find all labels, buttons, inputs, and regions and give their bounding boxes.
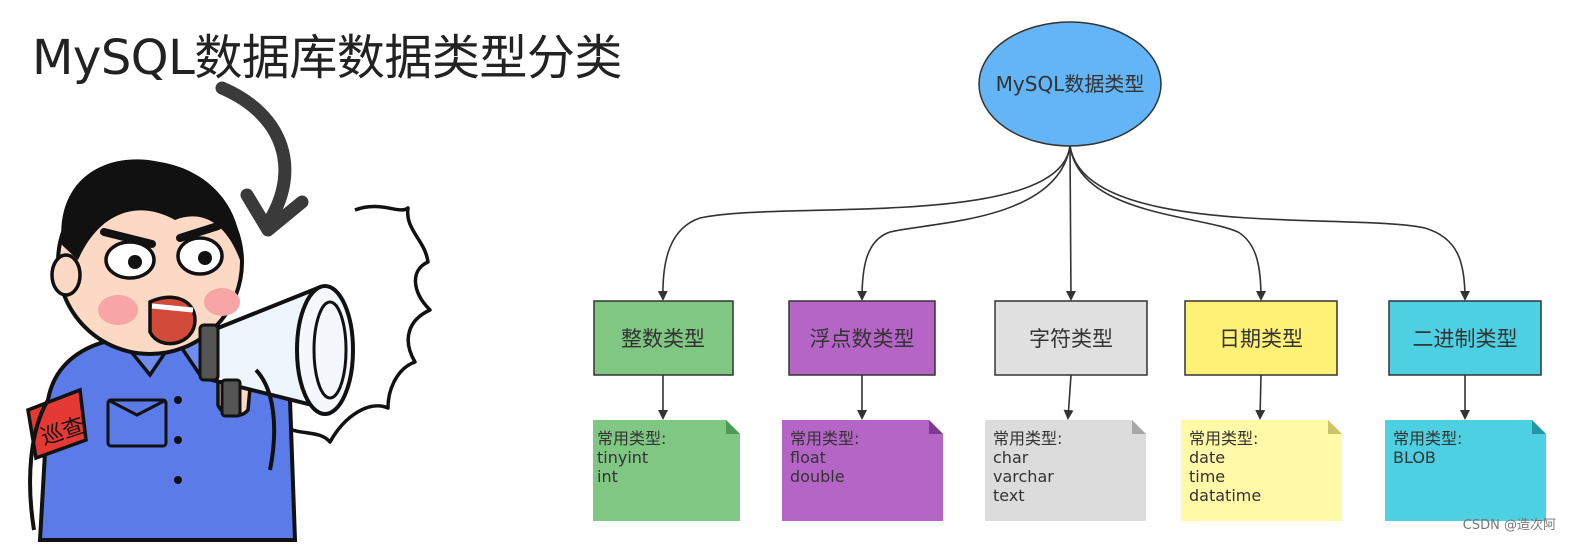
note-body bbox=[1181, 420, 1342, 521]
connector-root-float bbox=[857, 145, 1071, 301]
category-box bbox=[994, 300, 1148, 376]
note-body bbox=[985, 420, 1146, 521]
note-binary: 常用类型: BLOB bbox=[1385, 420, 1546, 521]
connector-root-binary bbox=[1069, 145, 1470, 301]
note-type: tinyint bbox=[597, 448, 648, 467]
note-type: char bbox=[993, 448, 1029, 467]
category-binary: 二进制类型 bbox=[1388, 300, 1542, 376]
note-title: 常用类型: bbox=[1189, 429, 1258, 448]
connectors bbox=[657, 145, 1470, 420]
note-title: 常用类型: bbox=[790, 429, 859, 448]
note-body bbox=[593, 420, 740, 521]
note-fold bbox=[1132, 420, 1146, 434]
note-title: 常用类型: bbox=[993, 429, 1062, 448]
connector-string-note bbox=[1063, 374, 1074, 420]
note-title: 常用类型: bbox=[597, 429, 666, 448]
note-title: 常用类型: bbox=[1393, 429, 1462, 448]
note-type: datatime bbox=[1189, 486, 1261, 505]
megaphone-inspector-illustration: 巡查 bbox=[26, 81, 432, 542]
connector-root-date bbox=[1069, 145, 1266, 301]
category-date: 日期类型 bbox=[1184, 300, 1338, 376]
category-float: 浮点数类型 bbox=[788, 300, 936, 376]
sound-burst-icon bbox=[287, 204, 432, 444]
note-body bbox=[1385, 420, 1546, 521]
note-string: 常用类型: char varchar text bbox=[985, 420, 1146, 521]
note-fold bbox=[1532, 420, 1546, 434]
note-fold bbox=[1328, 420, 1342, 434]
note-float: 常用类型: float double bbox=[782, 420, 943, 521]
note-type: BLOB bbox=[1393, 448, 1436, 467]
category-string: 字符类型 bbox=[994, 300, 1148, 376]
curved-arrow-head bbox=[240, 188, 309, 237]
page-title: MySQL数据库数据类型分类 bbox=[32, 30, 622, 86]
note-type: date bbox=[1189, 448, 1225, 467]
note-type: varchar bbox=[993, 467, 1054, 486]
connector-root-integer bbox=[657, 145, 1071, 301]
note-date: 常用类型: date time datatime bbox=[1181, 420, 1342, 521]
note-fold bbox=[929, 420, 943, 434]
root-ellipse bbox=[978, 21, 1162, 147]
note-type: int bbox=[597, 467, 618, 486]
category-integer: 整数类型 bbox=[593, 300, 734, 376]
root-node: MySQL数据类型 bbox=[978, 21, 1162, 147]
note-body bbox=[782, 420, 943, 521]
category-label: 日期类型 bbox=[1219, 327, 1303, 351]
category-label: 字符类型 bbox=[1029, 327, 1113, 351]
category-label: 浮点数类型 bbox=[810, 327, 915, 351]
shirt-pocket bbox=[106, 398, 168, 448]
category-box bbox=[1184, 300, 1338, 376]
note-fold bbox=[726, 420, 740, 434]
hair bbox=[61, 159, 241, 260]
connector-root-string bbox=[1065, 145, 1076, 301]
category-box bbox=[593, 300, 734, 376]
note-type: text bbox=[993, 486, 1025, 505]
note-type: double bbox=[790, 467, 845, 486]
note-type: time bbox=[1189, 467, 1225, 486]
connector-date-note bbox=[1255, 374, 1266, 420]
mysql-type-diagram: MySQL数据类型 整数类型 浮点数类型 字符类型 日期类型 二进制类型 常用类… bbox=[593, 21, 1546, 521]
note-type: float bbox=[790, 448, 826, 467]
category-label: 整数类型 bbox=[621, 327, 705, 351]
watermark: CSDN @造次阿 bbox=[1462, 518, 1556, 533]
category-label: 二进制类型 bbox=[1413, 327, 1518, 351]
category-box bbox=[1388, 300, 1542, 376]
category-box bbox=[788, 300, 936, 376]
curved-arrow-icon bbox=[215, 81, 292, 227]
note-integer: 常用类型: tinyint int bbox=[593, 420, 740, 521]
root-label: MySQL数据类型 bbox=[996, 72, 1145, 96]
